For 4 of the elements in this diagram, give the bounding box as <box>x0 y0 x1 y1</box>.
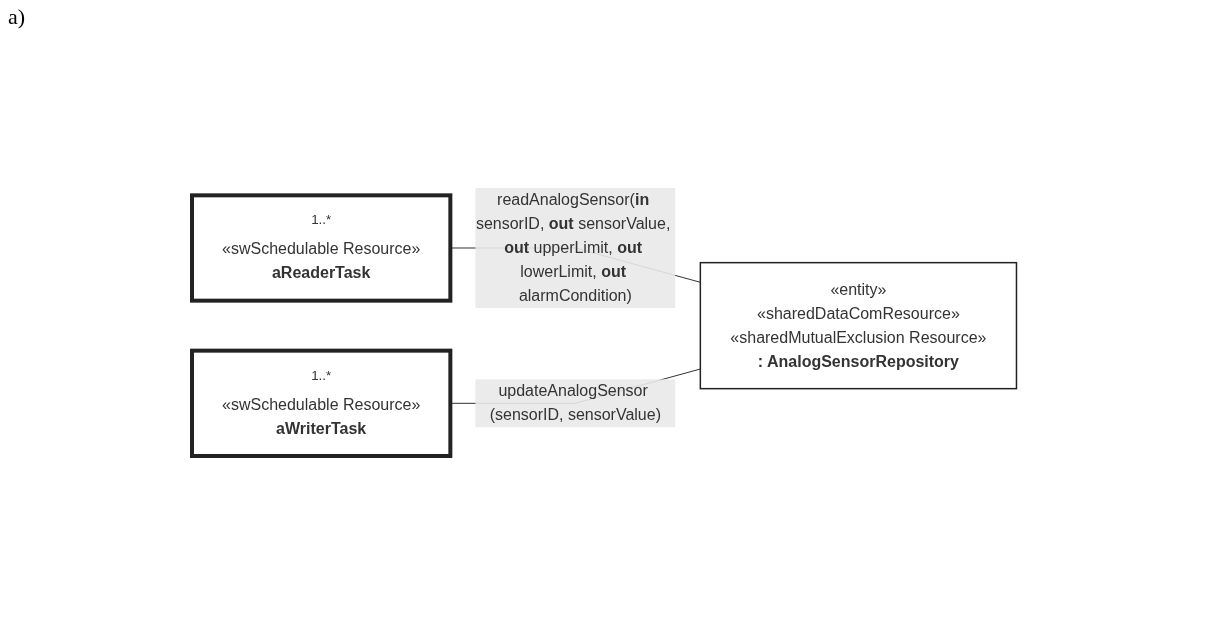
edge-label: updateAnalogSensor (sensorID, sensorValue) <box>489 381 662 423</box>
node-box: «entity» «sharedDataComResource» «sharedMutualExclusion Resource» : AnalogSensorRepository <box>699 261 1018 389</box>
edge-label: readAnalogSensor(in sensorID, out sensorValue, out upperLimit, out lowerLimit, out alarmCondition) <box>476 190 671 304</box>
panel-label: a) <box>8 4 26 29</box>
